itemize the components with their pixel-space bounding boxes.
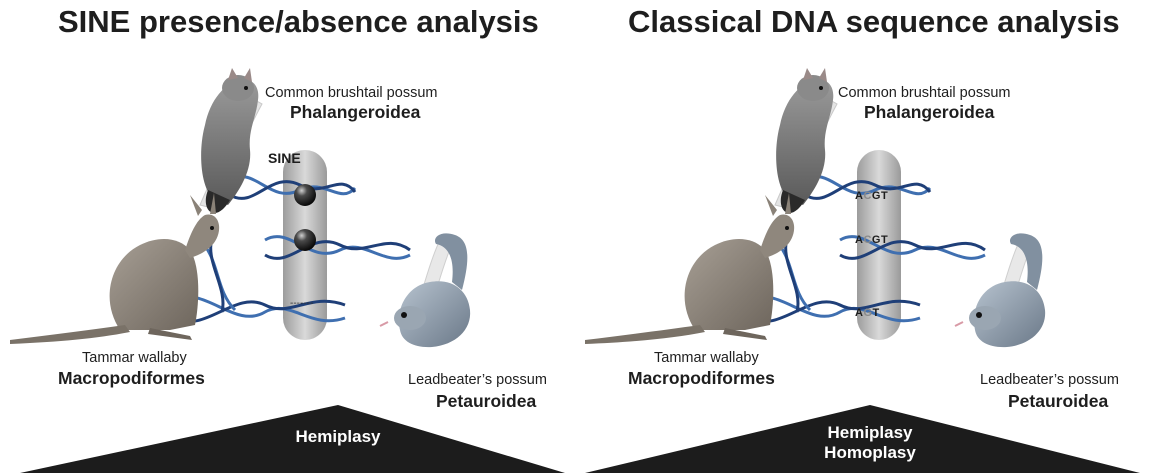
- wallaby-common-name: Tammar wallaby: [654, 350, 759, 366]
- possum-common-name: Common brushtail possum: [265, 85, 437, 101]
- leadbeater-common-name: Leadbeater’s possum: [408, 372, 547, 388]
- sequence-2: ACGT: [855, 234, 888, 246]
- left-panel-title: SINE presence/absence analysis: [58, 4, 539, 40]
- sine-present-marker: [294, 184, 316, 206]
- leadbeater-common-name: Leadbeater’s possum: [980, 372, 1119, 388]
- wallaby-common-name: Tammar wallaby: [82, 350, 187, 366]
- sine-present-marker: [294, 229, 316, 251]
- leadbeater-group-name: Petauroidea: [1008, 391, 1108, 412]
- brushtail-possum-image: [776, 68, 833, 213]
- leadbeaters-possum-image: [955, 233, 1045, 347]
- left-mountain-label: Hemiplasy: [258, 427, 418, 447]
- right-panel-graphics: [585, 68, 1140, 473]
- possum-group-name: Phalangeroidea: [864, 102, 994, 123]
- leadbeater-group-name: Petauroidea: [436, 391, 536, 412]
- right-panel-title: Classical DNA sequence analysis: [628, 4, 1120, 40]
- mountain-line-2: Homoplasy: [790, 443, 950, 463]
- sequence-3: AGT: [855, 307, 880, 319]
- wallaby-group-name: Macropodiformes: [628, 368, 775, 389]
- right-mountain-label: Hemiplasy Homoplasy: [790, 423, 950, 463]
- wallaby-group-name: Macropodiformes: [58, 368, 205, 389]
- sine-absent-marker: -------: [290, 298, 313, 309]
- left-panel-graphics: [10, 68, 565, 473]
- mountain-line-1: Hemiplasy: [790, 423, 950, 443]
- tammar-wallaby-image: [585, 193, 794, 344]
- leadbeaters-possum-image: [380, 233, 470, 347]
- possum-group-name: Phalangeroidea: [290, 102, 420, 123]
- sine-marker-label: SINE: [268, 150, 301, 166]
- possum-common-name: Common brushtail possum: [838, 85, 1010, 101]
- mountain-line-1: Hemiplasy: [258, 427, 418, 447]
- brushtail-possum-image: [201, 68, 258, 213]
- sequence-1: ACGT: [855, 190, 888, 202]
- tammar-wallaby-image: [10, 193, 219, 344]
